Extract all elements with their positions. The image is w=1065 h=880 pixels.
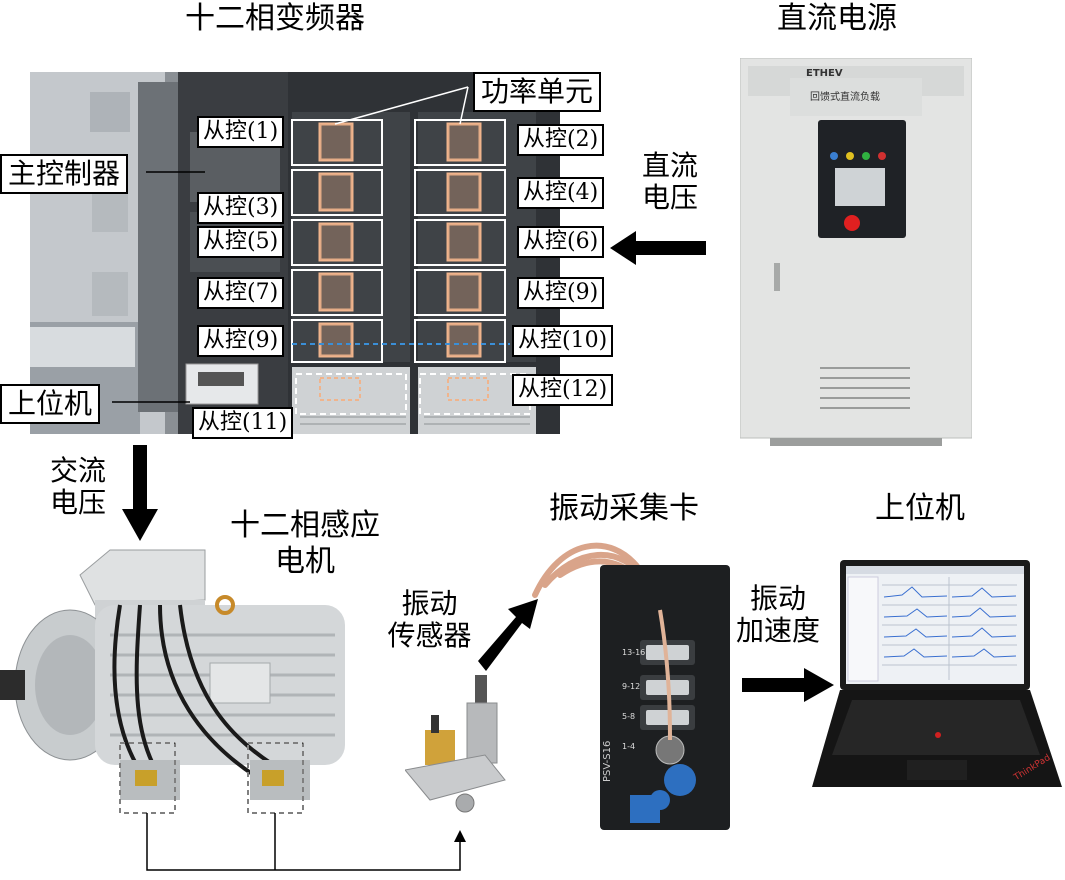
dc-brand: ETHEV [806, 68, 843, 79]
daq-photo: PSV-S16 13-16 9-12 5-8 1-4 [520, 530, 735, 835]
converter-photo [30, 72, 560, 434]
vib-accel-line-1: 振动 [749, 582, 806, 615]
slave-label-7: 从控(7) [197, 277, 285, 309]
power-unit-label: 功率单元 [473, 72, 602, 112]
motor-photo [0, 545, 380, 820]
vib-accel-arrow-icon [742, 668, 834, 702]
pc-title: 上位机 [875, 491, 965, 526]
slave-label-3: 从控(3) [197, 192, 285, 224]
ac-voltage-arrow-icon [122, 445, 158, 541]
daq-drawing [532, 542, 730, 830]
motor-drawing [0, 549, 345, 814]
host-pc-label: 上位机 [0, 384, 101, 424]
sensor-arrow-icon [478, 599, 538, 671]
motor-title: 十二相感应电机 [230, 508, 380, 579]
laptop-photo: ThinkPad [812, 555, 1065, 795]
slave-label-2: 从控(2) [517, 124, 605, 156]
slave-label-4: 从控(4) [517, 177, 605, 209]
slave-label-6: 从控(6) [517, 226, 605, 258]
ac-voltage-line-1: 交流 [49, 454, 106, 487]
ac-voltage-label: 交流 电压 [40, 455, 116, 519]
converter-leaders [112, 171, 205, 403]
daq-port-2: 9-12 [622, 682, 641, 691]
daq-port-3: 5-8 [622, 712, 636, 721]
ac-voltage-line-2: 电压 [49, 486, 106, 519]
slave-label-9a: 从控(9) [517, 277, 605, 309]
slave-label-5: 从控(5) [197, 226, 285, 258]
dc-panel-text: 回馈式直流负载 [810, 92, 880, 103]
sensor-drawing [405, 675, 506, 813]
motor-title-line: 十二相感应电机 [210, 508, 400, 580]
daq-port-1: 13-16 [622, 648, 646, 657]
sensor-photo [405, 675, 515, 815]
slave-label-9b: 从控(9) [197, 325, 285, 357]
vib-accel-label: 振动 加速度 [728, 583, 828, 647]
dc-voltage-line-2: 电压 [641, 181, 698, 214]
vib-accel-line-2: 加速度 [735, 614, 820, 647]
vib-sensor-line-2: 传感器 [387, 619, 472, 652]
daq-title: 振动采集卡 [549, 491, 699, 526]
main-controller-label: 主控制器 [0, 154, 129, 194]
vib-sensor-label: 振动 传感器 [372, 588, 487, 652]
dc-source-photo: ETHEV 回馈式直流负载 [740, 58, 972, 446]
converter-drawing [30, 72, 560, 434]
laptop-drawing [812, 560, 1062, 787]
dc-source-title: 直流电源 [777, 1, 897, 36]
dc-voltage-line-1: 直流 [641, 149, 698, 182]
slave-label-10: 从控(10) [512, 325, 614, 357]
daq-port-4: 1-4 [622, 742, 636, 751]
slave-label-1: 从控(1) [197, 116, 285, 148]
converter-title: 十二相变频器 [185, 1, 365, 36]
dc-voltage-label: 直流 电压 [632, 150, 708, 214]
vib-sensor-line-1: 振动 [401, 587, 458, 620]
slave-label-11: 从控(11) [192, 407, 294, 439]
dc-source-drawing [740, 58, 972, 446]
slave-label-12: 从控(12) [512, 374, 614, 406]
daq-model: PSV-S16 [602, 740, 613, 782]
dc-voltage-arrow-icon [610, 231, 706, 265]
sensor-connection-lines [146, 813, 466, 871]
